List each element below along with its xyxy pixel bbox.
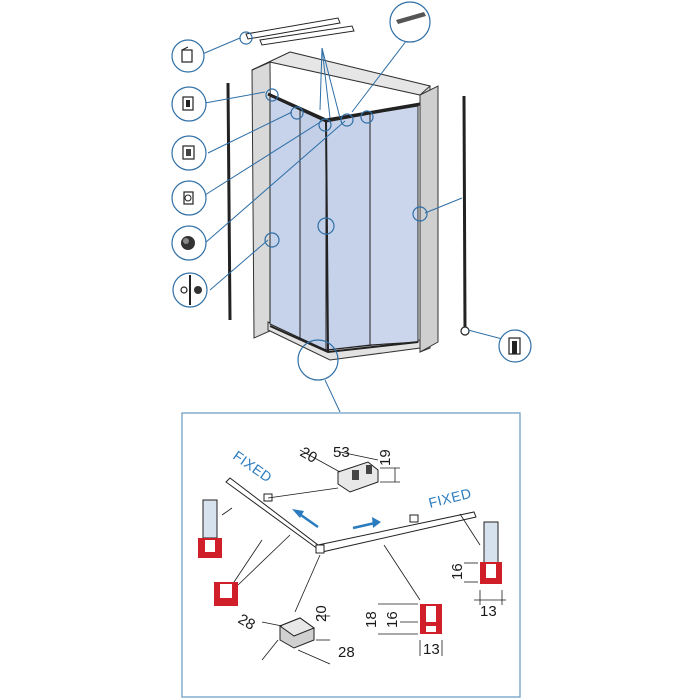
end-cap-icon — [508, 337, 521, 355]
wall-profile-callout — [171, 86, 207, 122]
roller-callout — [171, 180, 207, 216]
top-bracket-detail: 20 53 19 — [297, 444, 400, 493]
corner-joint — [315, 544, 325, 554]
glass-left-sliding — [299, 109, 327, 351]
mid-seal-profile — [214, 582, 238, 606]
end-cap-callout — [498, 329, 532, 363]
glass-clamp-icon — [182, 145, 195, 160]
right-seal-profile: 16 13 — [449, 521, 506, 620]
glass-left-fixed — [269, 95, 301, 339]
dim-right-profile-height: 16 — [449, 563, 466, 580]
dim-corner-block-height: 20 — [313, 605, 330, 622]
loose-end-cap — [460, 326, 470, 336]
bottom-rail — [269, 325, 419, 354]
left-seal-profile — [198, 499, 222, 558]
roller-icon — [183, 191, 194, 205]
right-wall — [419, 85, 439, 353]
upper-leaders — [199, 35, 526, 413]
sliding-arrow-icon — [292, 509, 381, 530]
corner-post — [325, 119, 329, 353]
handle-pair-callout — [172, 272, 208, 308]
top-rail-icon — [181, 46, 193, 63]
wall-profile-icon — [182, 96, 194, 111]
loose-top-bar-2 — [259, 25, 355, 46]
seal-profile-icon — [480, 562, 502, 584]
glass-front-sliding — [325, 113, 371, 351]
dim-bottom-profile-inner: 16 — [384, 611, 401, 628]
enclosure-isometric-view — [251, 51, 439, 361]
dim-top-bracket-height: 19 — [377, 449, 394, 466]
dim-bottom-profile-width: 13 — [423, 641, 440, 658]
loose-parts — [226, 17, 470, 336]
glass-clamp-callout — [171, 135, 207, 171]
detail-leaders — [221, 487, 481, 613]
seal-profile-icon — [198, 538, 222, 558]
bracket-callout — [389, 1, 431, 43]
wall-top — [251, 51, 432, 96]
bracket-icon — [396, 12, 426, 24]
corner-block-icon — [278, 617, 316, 649]
handle-pair-icon — [180, 275, 202, 305]
clip-right — [409, 514, 419, 523]
loose-wall-profile-left — [226, 82, 232, 321]
knob-icon — [181, 236, 195, 250]
loose-wall-profile-right — [462, 95, 467, 331]
dim-right-profile-width: 13 — [480, 603, 497, 620]
dim-top-bracket-width: 53 — [333, 444, 350, 461]
top-rail-callout — [171, 39, 205, 73]
dim-corner-block-width: 28 — [338, 644, 355, 661]
enclosure-markers — [239, 31, 428, 248]
corner-block-detail: 28 20 28 — [235, 605, 355, 665]
seal-profile-icon — [214, 582, 238, 606]
glass-front-fixed — [369, 105, 419, 346]
bottom-seal-profile: 18 16 13 — [363, 603, 443, 658]
bottom-detail-callout — [297, 339, 339, 381]
seal-profile-icon — [420, 604, 442, 634]
dim-top-bracket-depth: 20 — [297, 444, 320, 467]
plan-view — [225, 477, 477, 554]
detail-frame — [181, 412, 521, 698]
dim-corner-block-depth: 28 — [235, 611, 258, 634]
knob-callout — [171, 225, 207, 261]
loose-top-bar-1 — [245, 17, 341, 40]
dim-bottom-profile-outer: 18 — [363, 611, 380, 628]
